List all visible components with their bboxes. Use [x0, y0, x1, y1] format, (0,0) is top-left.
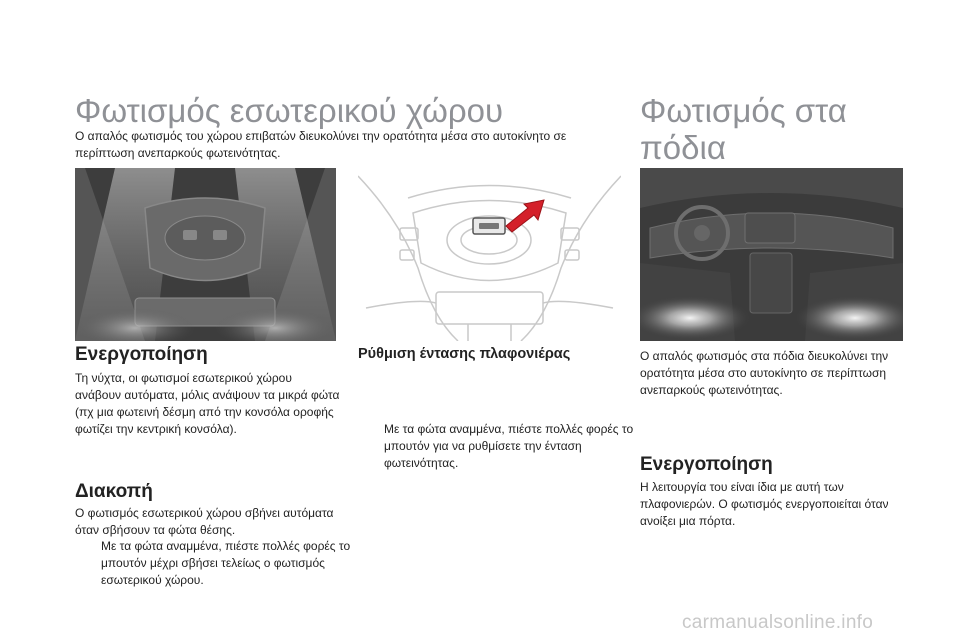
footwell-title-line2: πόδια	[640, 129, 726, 166]
footwell-title-line1: Φωτισμός στα	[640, 92, 847, 129]
footwell-activation-heading: Ενεργοποίηση	[640, 454, 773, 475]
footwell-title: Φωτισμός στα πόδια	[640, 92, 847, 166]
stop-heading: Διακοπή	[75, 481, 153, 502]
stop-bullet-text: Με τα φώτα αναμμένα, πιέστε πολλές φορές…	[101, 539, 351, 587]
stop-text: Ο φωτισμός εσωτερικού χώρου σβήνει αυτόμ…	[75, 506, 334, 537]
footwell-activation-text: Η λειτουργία του είναι ίδια με αυτή των …	[640, 480, 889, 528]
footer-watermark: carmanualsonline.info	[682, 612, 874, 633]
footwell-intro: Ο απαλός φωτισμός στα πόδια διευκολύνει …	[640, 349, 889, 397]
dimmer-bullet: Με τα φώτα αναμμένα, πιέστε πολλές φορές…	[358, 421, 634, 472]
dimmer-button-diagram	[358, 168, 621, 341]
intro-text: Ο απαλός φωτισμός του χώρου επιβατών διε…	[75, 129, 567, 160]
footwell-lighting-photo	[640, 168, 903, 341]
stop-bullet: Με τα φώτα αναμμένα, πιέστε πολλές φορές…	[75, 538, 366, 589]
activation-text: Τη νύχτα, οι φωτισμοί εσωτερικού χώρου α…	[75, 371, 340, 436]
dimmer-bullet-text: Με τα φώτα αναμμένα, πιέστε πολλές φορές…	[384, 422, 634, 470]
activation-heading: Ενεργοποίηση	[75, 344, 208, 365]
page-title: Φωτισμός εσωτερικού χώρου	[75, 92, 504, 129]
interior-lighting-photo	[75, 168, 336, 341]
dimmer-heading: Ρύθμιση έντασης πλαφονιέρας	[358, 346, 571, 362]
